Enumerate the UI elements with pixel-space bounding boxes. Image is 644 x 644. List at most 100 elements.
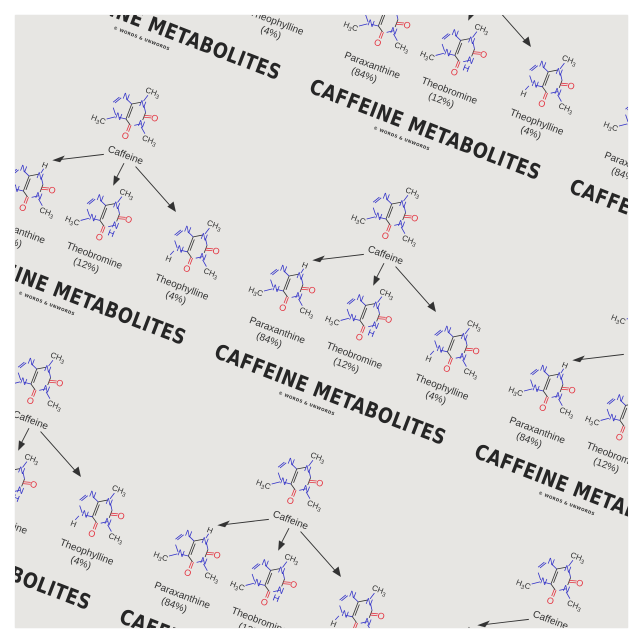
svg-text:H3C: H3C bbox=[418, 49, 436, 65]
svg-text:CH3: CH3 bbox=[205, 218, 223, 234]
svg-text:H: H bbox=[69, 519, 78, 530]
pattern-title: CAFFEINE METABOLITES bbox=[566, 174, 628, 285]
paraxanthine-molecule: H H3C CH3 bbox=[151, 524, 227, 587]
svg-text:H: H bbox=[329, 619, 338, 628]
reaction-arrows bbox=[217, 518, 341, 578]
svg-text:CH3: CH3 bbox=[400, 233, 418, 249]
svg-text:CH3: CH3 bbox=[37, 205, 55, 221]
theophylline-molecule: CH3 H CH3 bbox=[422, 318, 486, 383]
svg-text:H3C: H3C bbox=[228, 579, 246, 595]
pattern-tile: CH3 H3C CH3 Caffeine H H3C CH3 Paraxanth… bbox=[116, 450, 391, 628]
theobromine-molecule: CH3 H3C H bbox=[228, 552, 303, 617]
svg-text:H: H bbox=[41, 160, 50, 171]
caffeine-label: Caffeine bbox=[531, 609, 570, 628]
paraxanthine-molecule: H H3C CH3 bbox=[246, 259, 322, 322]
svg-text:CH3: CH3 bbox=[48, 350, 66, 366]
svg-text:CH3: CH3 bbox=[22, 452, 40, 468]
svg-text:H: H bbox=[271, 592, 281, 604]
caffeine-molecule: CH3 H3C CH3 bbox=[349, 185, 424, 250]
svg-text:H: H bbox=[366, 327, 376, 339]
reaction-arrows bbox=[312, 253, 436, 313]
pattern-title: CAFFEINE METABOLITES bbox=[211, 339, 449, 450]
svg-text:CH3: CH3 bbox=[565, 598, 583, 614]
pattern-title: CAFFEINE METABOLITES bbox=[306, 74, 544, 185]
svg-text:CH3: CH3 bbox=[557, 405, 575, 421]
svg-text:CH3: CH3 bbox=[465, 318, 483, 334]
svg-text:CH3: CH3 bbox=[282, 552, 300, 568]
pattern-tile: CH3 H3C CH3 Caffeine H H3C CH3 Paraxanth… bbox=[15, 85, 226, 350]
svg-text:H: H bbox=[206, 525, 215, 536]
theophylline-molecule: CH3 H CH3 bbox=[517, 53, 581, 118]
svg-text:H3C: H3C bbox=[583, 414, 601, 430]
svg-text:H3C: H3C bbox=[349, 213, 367, 229]
svg-text:H3C: H3C bbox=[506, 385, 524, 401]
paraxanthine-percent: (84%) bbox=[15, 231, 23, 251]
paraxanthine-molecule: H H3C CH3 bbox=[601, 94, 628, 157]
svg-text:CH3: CH3 bbox=[297, 305, 315, 321]
reaction-arrows bbox=[52, 153, 176, 213]
theobromine-label: Theobromine bbox=[15, 505, 29, 537]
reaction-arrows bbox=[477, 618, 550, 628]
pattern-tile: CH3 H3C CH3 Caffeine H H3C CH3 Paraxanth… bbox=[423, 550, 589, 628]
svg-text:H3C: H3C bbox=[514, 578, 532, 594]
theobromine-molecule: CH3 H3C H bbox=[63, 187, 138, 252]
svg-text:CH3: CH3 bbox=[308, 450, 326, 466]
caffeine-label: Caffeine bbox=[626, 344, 628, 368]
svg-text:H3C: H3C bbox=[601, 120, 619, 136]
svg-text:CH3: CH3 bbox=[45, 398, 63, 414]
pattern-tile: CH3 H3C CH3 Caffeine H H3C CH3 Paraxanth… bbox=[471, 287, 628, 550]
svg-text:H: H bbox=[461, 62, 471, 74]
caffeine-molecule: CH3 H3C CH3 bbox=[514, 550, 589, 615]
reaction-arrows bbox=[572, 353, 624, 363]
svg-text:CH3: CH3 bbox=[202, 570, 220, 586]
repeating-pattern: N N N N O O CH3 H3C CH3 Caffeine bbox=[15, 15, 628, 628]
svg-text:H3C: H3C bbox=[609, 313, 627, 329]
pattern-tile: CH3 H3C CH3 Caffeine H H3C CH3 Paraxanth… bbox=[306, 15, 581, 185]
svg-text:H3C: H3C bbox=[63, 214, 81, 230]
caffeine-molecule: CH3 H3C CH3 bbox=[89, 85, 164, 150]
svg-text:CH3: CH3 bbox=[403, 185, 421, 201]
svg-text:CH3: CH3 bbox=[117, 187, 135, 203]
theophylline-molecule: CH3 H CH3 bbox=[67, 483, 131, 548]
svg-text:H3C: H3C bbox=[246, 285, 264, 301]
theobromine-molecule: CH3 H3C H bbox=[418, 22, 493, 87]
theophylline-molecule: CH3 H CH3 bbox=[162, 218, 226, 283]
svg-text:H: H bbox=[164, 254, 173, 265]
svg-text:H: H bbox=[424, 354, 433, 365]
svg-text:CH3: CH3 bbox=[557, 101, 575, 117]
caffeine-label: Caffeine bbox=[271, 509, 310, 533]
svg-text:CH3: CH3 bbox=[202, 266, 220, 282]
svg-text:H: H bbox=[466, 625, 475, 628]
svg-text:CH3: CH3 bbox=[370, 583, 388, 599]
theobromine-molecule: CH3 H3C H bbox=[323, 287, 398, 352]
reaction-arrows bbox=[468, 15, 531, 48]
svg-text:H: H bbox=[626, 427, 628, 439]
svg-text:CH3: CH3 bbox=[110, 483, 128, 499]
svg-text:H3C: H3C bbox=[341, 20, 359, 36]
svg-text:CH3: CH3 bbox=[568, 550, 586, 566]
svg-text:CH3: CH3 bbox=[305, 498, 323, 514]
svg-text:CH3: CH3 bbox=[472, 22, 490, 38]
theophylline-molecule: CH3 H CH3 bbox=[327, 583, 391, 628]
caffeine-molecule: CH3 H3C CH3 bbox=[609, 287, 628, 350]
reaction-arrows bbox=[18, 427, 81, 478]
svg-text:H3C: H3C bbox=[151, 550, 169, 566]
svg-text:CH3: CH3 bbox=[140, 133, 158, 149]
svg-text:CH3: CH3 bbox=[560, 53, 578, 69]
svg-text:H: H bbox=[301, 260, 310, 271]
caffeine-label: Caffeine bbox=[106, 144, 145, 168]
caffeine-molecule: CH3 H3C CH3 bbox=[15, 350, 69, 415]
svg-text:CH3: CH3 bbox=[107, 531, 125, 547]
svg-text:CH3: CH3 bbox=[377, 287, 395, 303]
paraxanthine-molecule: H H3C CH3 bbox=[506, 359, 582, 422]
svg-text:CH3: CH3 bbox=[392, 40, 410, 56]
fabric-swatch: N N N N O O CH3 H3C CH3 Caffeine bbox=[15, 15, 628, 628]
svg-text:H3C: H3C bbox=[254, 478, 272, 494]
pattern-tile: CH3 H3C CH3 Caffeine H H3C CH3 Paraxanth… bbox=[15, 350, 131, 615]
svg-text:CH3: CH3 bbox=[462, 366, 480, 382]
caffeine-label: Caffeine bbox=[15, 409, 50, 433]
svg-text:CH3: CH3 bbox=[297, 15, 315, 17]
theobromine-percent: (12%) bbox=[237, 621, 266, 628]
paraxanthine-molecule: H H3C CH3 bbox=[423, 624, 487, 628]
svg-text:H: H bbox=[15, 492, 21, 504]
